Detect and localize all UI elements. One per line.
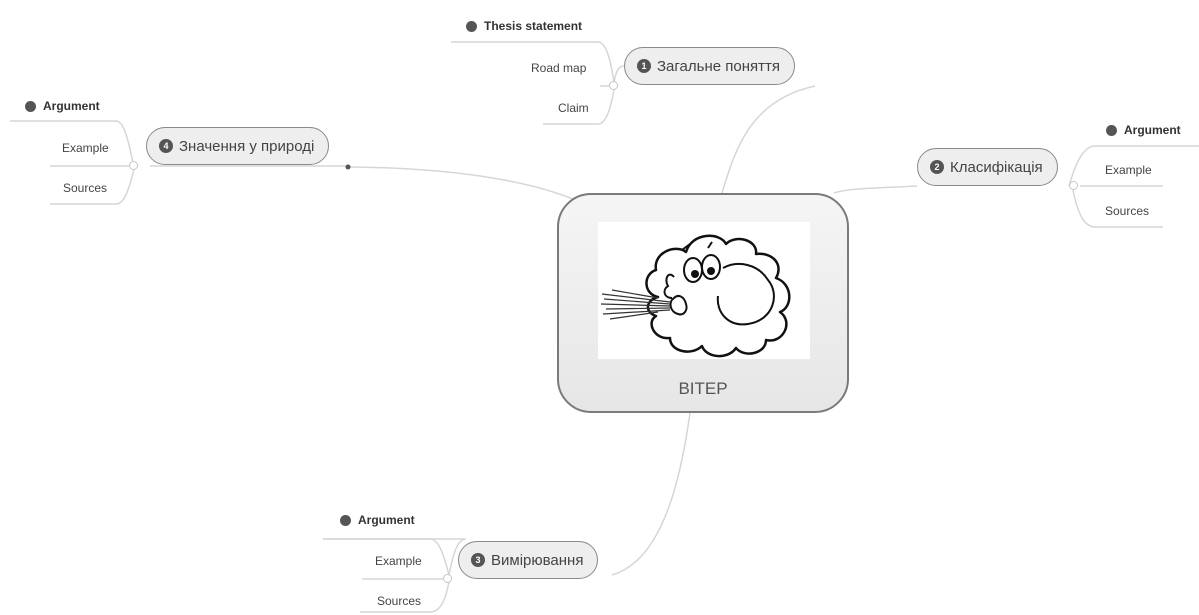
subtopic-example[interactable]: Example (62, 141, 109, 155)
subtopic-sources[interactable]: Sources (1105, 204, 1150, 218)
topic-general-label: Загальне поняття (657, 57, 780, 75)
subtopic-thesis-statement[interactable]: Thesis statement (466, 19, 582, 33)
collapse-handle[interactable] (129, 161, 138, 170)
subtopic-claim[interactable]: Claim (558, 101, 589, 115)
topic-nature[interactable]: 4 Значення у природі (146, 127, 330, 165)
number-4-icon: 4 (159, 139, 173, 153)
bullet-icon (340, 514, 351, 526)
subtopic-argument[interactable]: Argument (1106, 123, 1181, 137)
subtopic-label: Argument (358, 513, 415, 527)
topic-measurement[interactable]: 3 Вимірювання (458, 541, 599, 579)
number-2-icon: 2 (930, 160, 944, 174)
number-3-icon: 3 (471, 553, 485, 567)
bullet-icon (466, 20, 477, 32)
collapse-handle[interactable] (443, 574, 452, 583)
number-1-icon: 1 (637, 59, 651, 73)
central-topic-title: ВІТЕР (678, 379, 728, 398)
subtopic-sources[interactable]: Sources (377, 594, 422, 608)
subtopic-argument[interactable]: Argument (340, 513, 415, 527)
subtopic-road-map[interactable]: Road map (531, 61, 587, 75)
topic-classification-label: Класифікація (950, 158, 1043, 176)
topic-general[interactable]: 1 Загальне поняття (624, 47, 795, 85)
blowing-cloud-icon (598, 222, 810, 359)
topic-classification[interactable]: 2 Класифікація (917, 148, 1058, 186)
topic-nature-label: Значення у природі (179, 137, 315, 155)
subtopic-argument[interactable]: Argument (25, 99, 100, 113)
subtopic-example[interactable]: Example (375, 554, 422, 568)
collapse-handle[interactable] (609, 81, 618, 90)
subtopic-example[interactable]: Example (1105, 163, 1152, 177)
subtopic-sources[interactable]: Sources (63, 181, 108, 195)
subtopic-label: Argument (1124, 123, 1181, 137)
subtopic-label: Thesis statement (484, 19, 583, 33)
topic-measurement-label: Вимірювання (491, 551, 584, 569)
collapse-handle[interactable] (1069, 181, 1078, 190)
central-topic[interactable]: ВІТЕР (557, 193, 849, 413)
bullet-icon (25, 100, 36, 112)
bullet-icon (1106, 124, 1117, 136)
subtopic-label: Argument (43, 99, 100, 113)
